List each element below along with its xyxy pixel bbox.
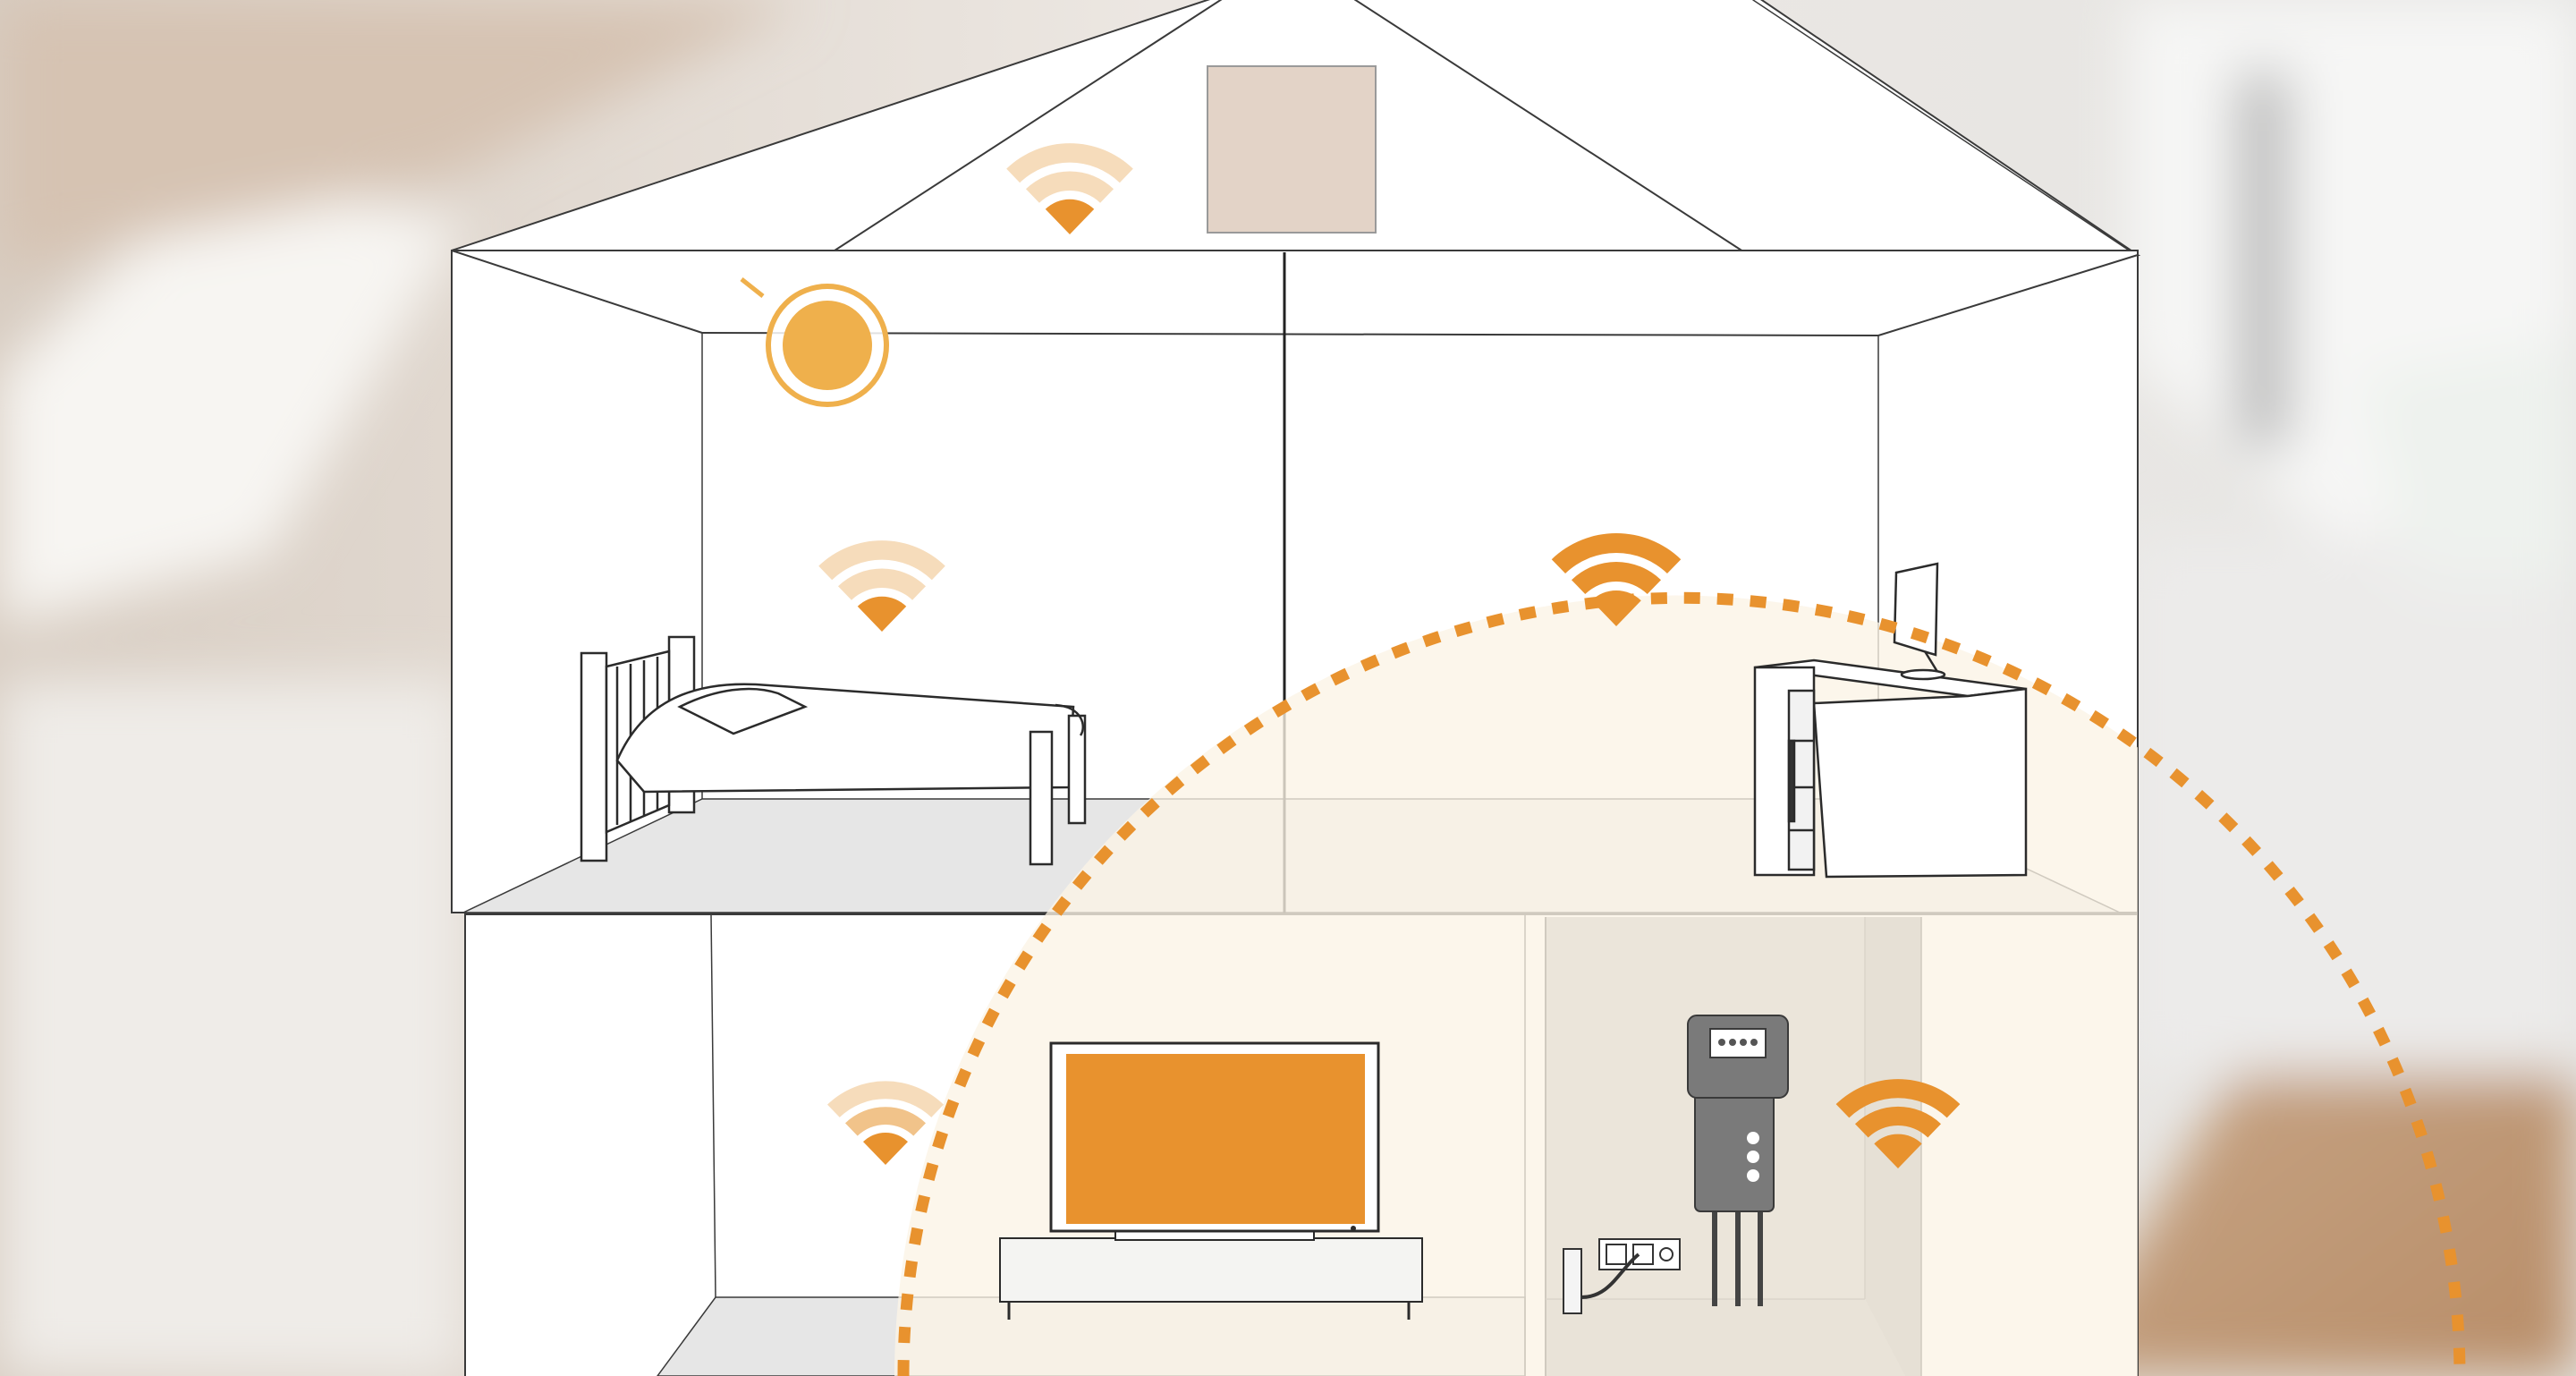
power-outlet-icon: [1563, 1238, 1681, 1314]
tv-icon: [999, 1041, 1423, 1320]
wifi-arc: [826, 1081, 945, 1117]
skylight-icon: [1207, 65, 1377, 234]
wifi-arc: [818, 540, 945, 581]
router-icon: [1687, 1015, 1789, 1306]
wifi-arc: [1835, 1079, 1961, 1118]
wifi-signals: [818, 143, 1961, 1168]
repeater-icon: [740, 277, 889, 407]
wifi-arc: [1045, 199, 1095, 234]
wifi-arc: [844, 1107, 927, 1136]
wifi-icon: [826, 1081, 945, 1165]
bed-icon: [580, 635, 1087, 866]
wifi-arc: [1006, 143, 1133, 183]
wifi-arc: [1854, 1106, 1942, 1138]
desk-icon: [1753, 658, 2028, 879]
wifi-arc: [1874, 1134, 1922, 1168]
wifi-arc: [857, 596, 907, 632]
wifi-arc: [1571, 562, 1662, 595]
wifi-arc: [862, 1133, 909, 1165]
wifi-arc: [1551, 532, 1682, 574]
wifi-icon: [1551, 532, 1682, 626]
wifi-icon: [1006, 143, 1133, 234]
wifi-icon: [818, 540, 945, 632]
wifi-icon: [1835, 1079, 1961, 1168]
wifi-arc: [837, 568, 927, 600]
wifi-arc: [1591, 590, 1641, 626]
wifi-arc: [1025, 171, 1114, 203]
